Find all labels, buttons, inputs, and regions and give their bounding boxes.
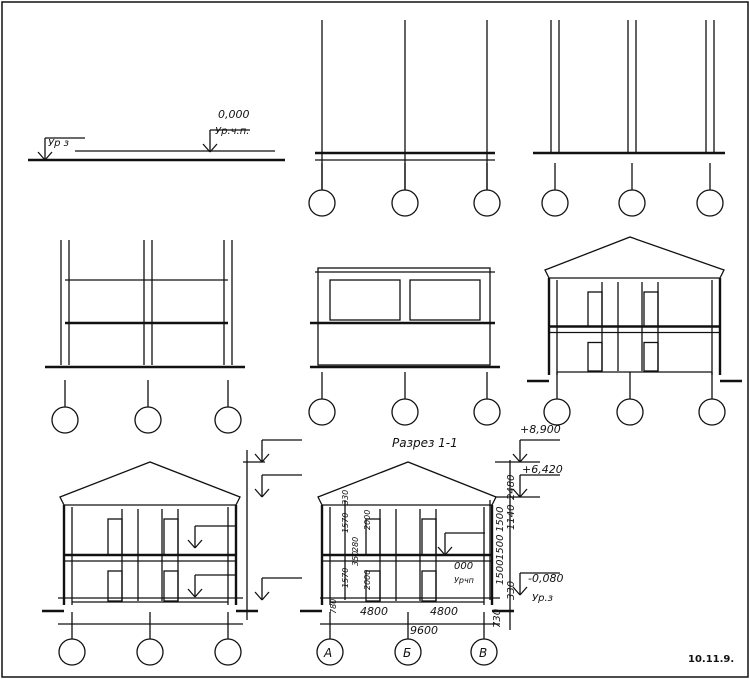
dim-left-2: 280	[351, 537, 360, 552]
level-mark-arrow	[37, 151, 46, 161]
level-mark-arrow	[187, 588, 196, 598]
dim-door-lower: 2000	[363, 570, 372, 590]
dim-right-3: 1500	[495, 535, 506, 560]
floor-mark-label: Урчп	[454, 576, 474, 585]
dim-right-4: 1500	[495, 560, 506, 585]
door	[421, 570, 437, 602]
dim-door-upper: 2000	[363, 510, 372, 530]
level-mark-arrow	[202, 143, 211, 153]
door	[643, 341, 659, 372]
level-mark-arrow	[254, 488, 263, 498]
ground-label: Ур з	[48, 138, 69, 149]
axis-circle	[134, 406, 162, 434]
axis-circle	[308, 398, 336, 426]
door	[365, 518, 381, 556]
bay-left	[329, 279, 401, 321]
span-total: 9600	[410, 624, 438, 637]
figure-number: 10.11.9.	[688, 654, 734, 665]
level-mark-arrow	[512, 488, 521, 498]
dim-right-0: 2480	[506, 475, 517, 500]
dim-left-4: 1570	[341, 568, 350, 588]
level-mark-arrow	[194, 588, 203, 598]
axis-circle	[391, 398, 419, 426]
level-mark-arrow	[187, 539, 196, 549]
axis-circle	[214, 638, 242, 666]
level-zero-mark: 0,000	[218, 108, 250, 121]
level-mark-arrow	[254, 591, 263, 601]
axis-circle	[696, 189, 724, 217]
door	[587, 341, 603, 372]
roof	[59, 461, 241, 506]
axis-label-a: А	[323, 646, 332, 660]
level-mark-arrow	[209, 143, 218, 153]
axis-circle	[473, 398, 501, 426]
door	[643, 291, 659, 328]
dim-right-6: 730	[492, 609, 503, 628]
dim-left-1: 1570	[341, 513, 350, 533]
axis-circle	[543, 398, 571, 426]
door	[107, 570, 123, 602]
level-mark-arrow	[261, 488, 270, 498]
frame-outline	[317, 267, 491, 366]
level-mark-arrow	[519, 488, 528, 498]
door	[163, 570, 179, 602]
door	[163, 518, 179, 556]
floor-mark: 000	[454, 561, 473, 572]
axis-label-b: Б	[403, 646, 411, 660]
span-b-c: 4800	[430, 605, 458, 618]
level-zero-label: Ур.ч.п.	[215, 126, 249, 137]
eave-mark: +6,420	[522, 463, 563, 476]
level-mark-arrow	[194, 539, 203, 549]
axis-circle	[391, 189, 419, 217]
door	[587, 291, 603, 328]
span-a-b: 4800	[360, 605, 388, 618]
axis-label-c: В	[479, 646, 487, 660]
axis-circle	[470, 638, 498, 666]
dim-left-3: 350	[351, 551, 360, 566]
ridge-mark: +8,900	[520, 423, 561, 436]
level-mark-arrow	[261, 591, 270, 601]
roof	[317, 461, 497, 506]
axis-circle	[541, 189, 569, 217]
axis-circle	[51, 406, 79, 434]
level-mark-arrow	[44, 151, 53, 161]
ground-mark-label: Ур.з	[532, 593, 553, 604]
level-mark-arrow	[261, 453, 270, 463]
dim-right-5: 330	[506, 581, 517, 600]
axis-circle	[214, 406, 242, 434]
level-mark-arrow	[519, 453, 528, 463]
bay-right	[409, 279, 481, 321]
axis-circle	[308, 189, 336, 217]
axis-circle	[316, 638, 344, 666]
level-mark-arrow	[254, 453, 263, 463]
axis-circle	[473, 189, 501, 217]
level-mark-arrow	[444, 546, 453, 556]
level-mark-arrow	[437, 546, 446, 556]
door	[365, 570, 381, 602]
door	[421, 518, 437, 556]
axis-circle	[136, 638, 164, 666]
roof	[544, 236, 725, 279]
ground-mark: -0,080	[528, 572, 563, 585]
level-mark-arrow	[512, 586, 521, 596]
dim-right-2: 1500	[495, 507, 506, 532]
dim-left-0: 330	[341, 490, 350, 505]
axis-circle	[698, 398, 726, 426]
section-title: Разрез 1-1	[392, 436, 458, 450]
axis-circle	[618, 189, 646, 217]
dim-right-1: 1140	[506, 505, 517, 530]
axis-circle	[394, 638, 422, 666]
level-mark-arrow	[519, 586, 528, 596]
door	[107, 518, 123, 556]
dim-left-5: 780	[329, 599, 338, 614]
level-mark-arrow	[512, 453, 521, 463]
axis-circle	[616, 398, 644, 426]
axis-circle	[58, 638, 86, 666]
